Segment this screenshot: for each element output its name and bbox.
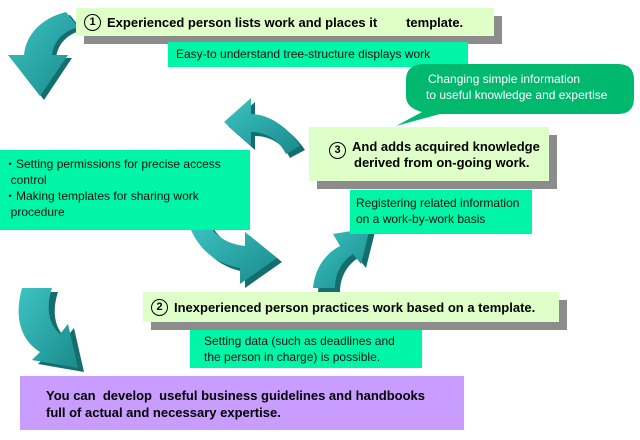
permissions-line1: ・Setting permissions for precise access bbox=[4, 157, 221, 171]
arrow-top-left bbox=[8, 12, 82, 100]
step1-title: Experienced person lists work and places… bbox=[107, 14, 464, 30]
permissions-line4: procedure bbox=[4, 205, 65, 219]
step3-note: Registering related information on a wor… bbox=[350, 190, 532, 234]
callout-line2: to useful knowledge and expertise bbox=[426, 88, 608, 102]
callout-text: Changing simple information to useful kn… bbox=[426, 71, 632, 107]
arrow-step2-to-step3 bbox=[313, 228, 375, 292]
step1-number: 1 bbox=[84, 13, 101, 31]
step3-note-line1: Registering related information bbox=[356, 196, 520, 210]
step2-number: 2 bbox=[151, 298, 168, 316]
step3-title-line1: And adds acquired knowledge bbox=[352, 139, 540, 154]
step2-title: Inexperienced person practices work base… bbox=[174, 299, 536, 315]
step2-box: 2 Inexperienced person practices work ba… bbox=[143, 292, 559, 322]
permissions-note: ・Setting permissions for precise access … bbox=[0, 150, 250, 230]
step3-box: 3 And adds acquired knowledge derived fr… bbox=[309, 127, 549, 181]
step3-title-line2: derived from on-going work. bbox=[354, 155, 530, 170]
permissions-line2: control bbox=[4, 173, 47, 187]
step1-box: 1 Experienced person lists work and plac… bbox=[76, 8, 494, 36]
step2-note: Setting data (such as deadlines and the … bbox=[190, 330, 422, 368]
result-box: You can develop useful business guidelin… bbox=[20, 376, 464, 430]
permissions-line3: ・Making templates for sharing work bbox=[4, 189, 199, 203]
result-line2: full of actual and necessary expertise. bbox=[46, 405, 281, 420]
step1-note-text: Easy-to understand tree-structure displa… bbox=[176, 47, 431, 61]
arrow-left-to-step2 bbox=[190, 222, 282, 288]
callout-line1: Changing simple information bbox=[428, 72, 581, 86]
step2-note-line1: Setting data (such as deadlines and bbox=[204, 334, 395, 348]
step3-note-line2: on a work-by-work basis bbox=[356, 212, 486, 226]
result-line1: You can develop useful business guidelin… bbox=[46, 388, 425, 403]
step3-number: 3 bbox=[329, 142, 346, 159]
arrow-step3-to-step1 bbox=[224, 98, 305, 158]
arrow-to-result bbox=[18, 288, 85, 372]
step2-note-line2: the person in charge) is possible. bbox=[204, 350, 381, 364]
step1-note: Easy-to understand tree-structure displa… bbox=[168, 42, 468, 67]
